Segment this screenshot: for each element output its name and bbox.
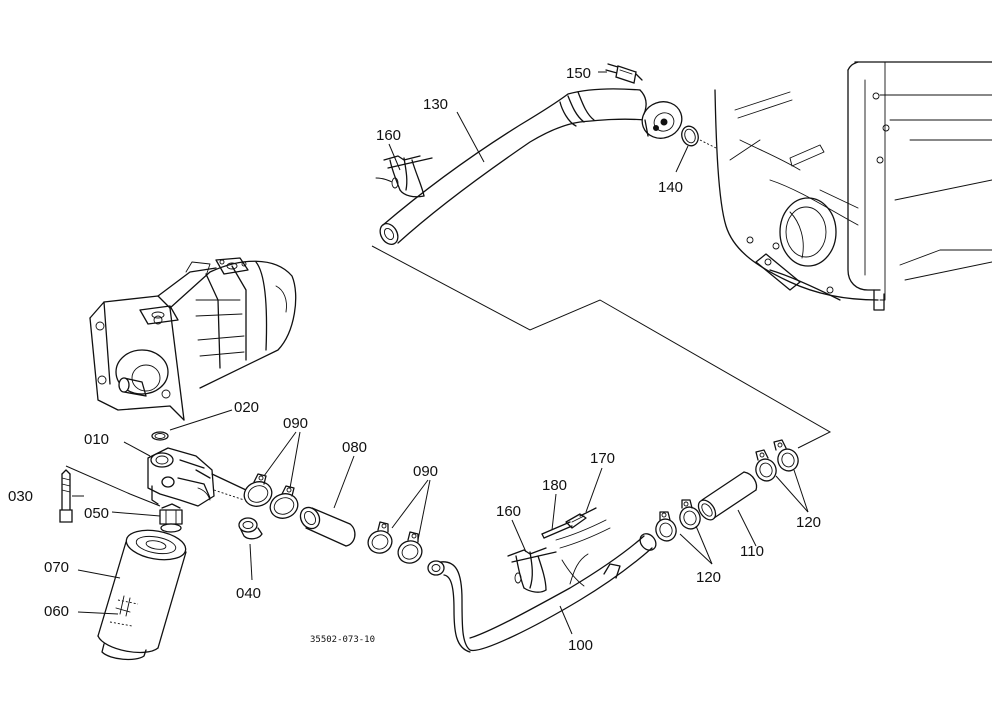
connection-lines bbox=[65, 245, 832, 507]
fitting-040 bbox=[238, 517, 263, 540]
hose-clamp-090-c bbox=[367, 521, 393, 554]
hose-110 bbox=[697, 471, 758, 521]
label-090-left[interactable]: 090 bbox=[283, 415, 308, 432]
label-070[interactable]: 070 bbox=[44, 559, 69, 576]
pipe-clamp-160-upper bbox=[375, 155, 433, 198]
label-020[interactable]: 020 bbox=[234, 399, 259, 416]
oil-filter-070 bbox=[97, 529, 187, 661]
hose-clamp-090-b bbox=[269, 485, 299, 519]
hose-clamp-090-d bbox=[397, 531, 423, 564]
label-160-lower[interactable]: 160 bbox=[496, 503, 521, 520]
o-ring-020 bbox=[151, 431, 169, 441]
hose-clamp-120-b bbox=[679, 499, 701, 530]
hose-clamp-120-c bbox=[755, 449, 777, 482]
label-150[interactable]: 150 bbox=[566, 65, 591, 82]
label-060[interactable]: 060 bbox=[44, 603, 69, 620]
suction-pipe-100 bbox=[427, 533, 657, 653]
label-160-upper[interactable]: 160 bbox=[376, 127, 401, 144]
hose-080 bbox=[299, 506, 356, 547]
adapter-050 bbox=[159, 503, 183, 533]
pipe-clamp-160-lower bbox=[507, 519, 611, 593]
banjo-bolt-150 bbox=[598, 63, 643, 84]
label-170[interactable]: 170 bbox=[590, 450, 615, 467]
label-080[interactable]: 080 bbox=[342, 439, 367, 456]
label-120-lower[interactable]: 120 bbox=[696, 569, 721, 586]
transmission-housing bbox=[714, 61, 992, 311]
hose-clamp-120-d bbox=[773, 439, 799, 472]
label-050[interactable]: 050 bbox=[84, 505, 109, 522]
label-010[interactable]: 010 bbox=[84, 431, 109, 448]
label-040[interactable]: 040 bbox=[236, 585, 261, 602]
label-140[interactable]: 140 bbox=[658, 179, 683, 196]
return-pipe-130 bbox=[379, 88, 683, 245]
label-090-right[interactable]: 090 bbox=[413, 463, 438, 480]
hose-clamp-090-a bbox=[243, 473, 273, 507]
filter-head-010 bbox=[147, 447, 247, 507]
leader-lines bbox=[77, 111, 809, 635]
hose-clamp-120-a bbox=[655, 511, 677, 542]
label-130[interactable]: 130 bbox=[423, 96, 448, 113]
label-120-upper[interactable]: 120 bbox=[796, 514, 821, 531]
bolt-030 bbox=[59, 469, 84, 523]
drawing-code: 35502-073-10 bbox=[310, 635, 375, 645]
label-110[interactable]: 110 bbox=[740, 543, 764, 560]
part-labels: 150 130 160 140 020 010 090 080 090 030 … bbox=[8, 65, 821, 654]
hydraulic-pump bbox=[89, 257, 297, 421]
bolt-170 bbox=[565, 507, 597, 529]
o-ring-140 bbox=[681, 125, 717, 149]
pin-180 bbox=[541, 521, 573, 539]
label-030[interactable]: 030 bbox=[8, 488, 33, 505]
label-180[interactable]: 180 bbox=[542, 477, 567, 494]
label-100[interactable]: 100 bbox=[568, 637, 593, 654]
